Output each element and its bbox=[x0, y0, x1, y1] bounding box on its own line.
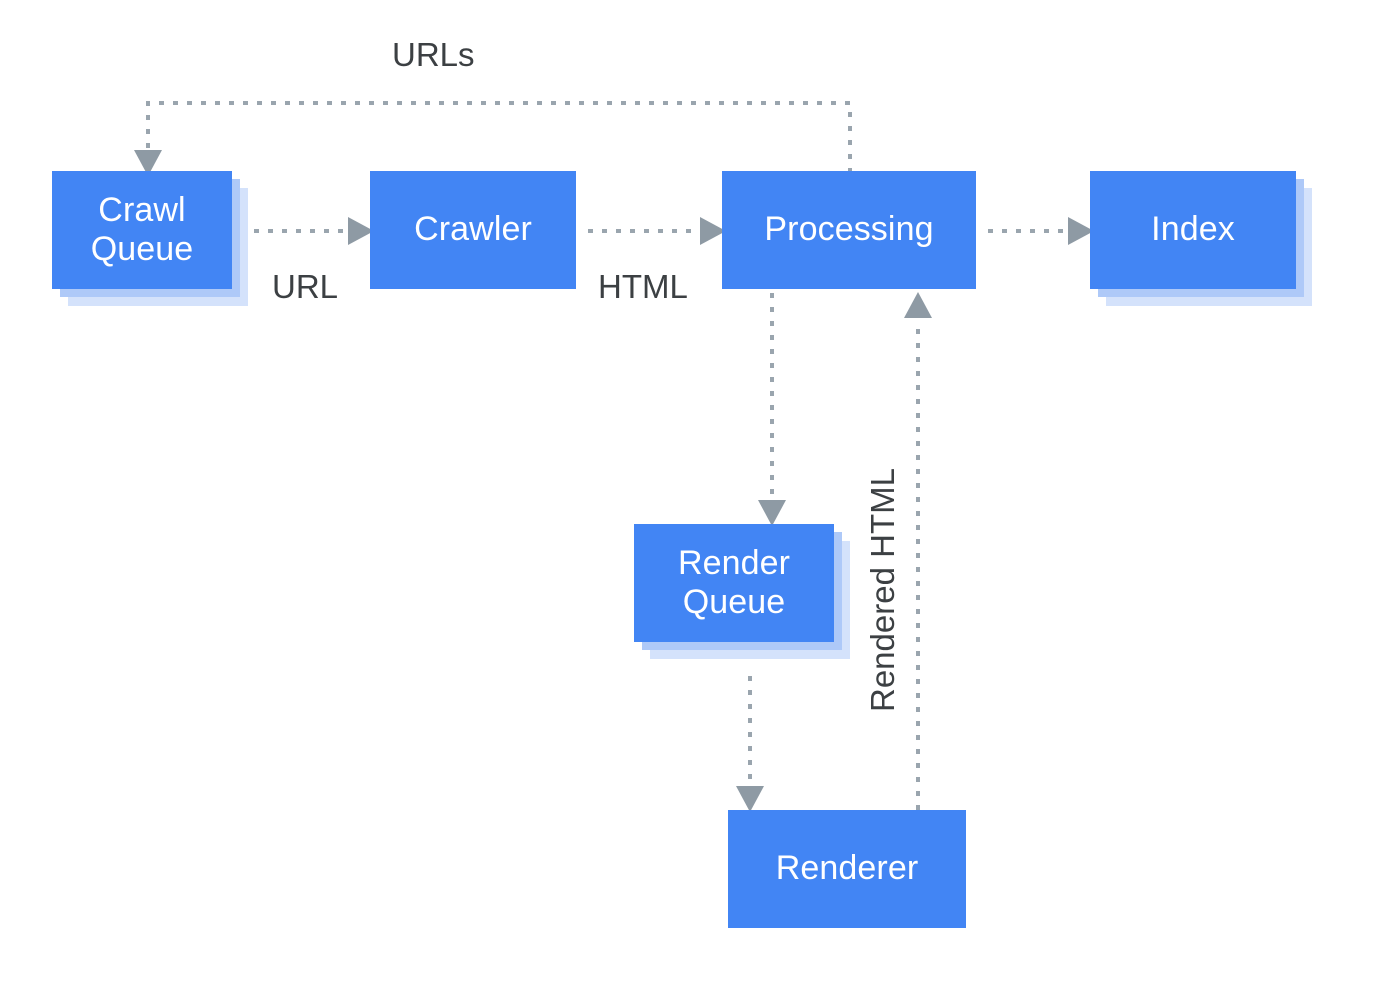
arrowhead-down bbox=[134, 150, 162, 176]
node-label-crawler: Crawler bbox=[414, 210, 532, 249]
edge-urls bbox=[134, 101, 852, 176]
arrowhead-right bbox=[1068, 217, 1094, 245]
node-label-crawl-queue: Crawl Queue bbox=[90, 190, 194, 268]
node-crawler[interactable]: Crawler bbox=[370, 171, 576, 289]
node-label-processing: Processing bbox=[764, 210, 934, 249]
edge-url bbox=[254, 217, 374, 245]
edge-to-index bbox=[988, 217, 1094, 245]
arrowhead-down bbox=[758, 500, 786, 526]
edge-label-rendered-html: Rendered HTML bbox=[864, 468, 901, 712]
edge-html bbox=[588, 217, 726, 245]
arrowhead-up bbox=[904, 292, 932, 318]
arrowhead-down bbox=[736, 786, 764, 812]
edge-to-renderer bbox=[736, 676, 764, 812]
node-face: Renderer bbox=[728, 810, 966, 928]
node-label-renderer: Renderer bbox=[775, 849, 919, 888]
edge-to-render-queue bbox=[758, 293, 786, 526]
node-render-queue[interactable]: Render Queue bbox=[634, 524, 850, 659]
node-crawl-queue[interactable]: Crawl Queue bbox=[52, 171, 248, 306]
node-face: Crawler bbox=[370, 171, 576, 289]
node-face: Processing bbox=[722, 171, 976, 289]
node-face: Render Queue bbox=[634, 524, 834, 642]
edge-label-html: HTML bbox=[598, 268, 688, 305]
arrowhead-right bbox=[348, 217, 374, 245]
edge-label-url: URL bbox=[272, 268, 339, 305]
node-face: Index bbox=[1090, 171, 1296, 289]
node-index[interactable]: Index bbox=[1090, 171, 1312, 306]
node-processing[interactable]: Processing bbox=[722, 171, 976, 289]
node-label-render-queue: Render Queue bbox=[677, 543, 791, 621]
node-renderer[interactable]: Renderer bbox=[728, 810, 966, 928]
node-label-index: Index bbox=[1151, 210, 1235, 249]
edge-label-urls: URLs bbox=[392, 36, 475, 73]
node-face: Crawl Queue bbox=[52, 171, 232, 289]
arrowhead-right bbox=[700, 217, 726, 245]
edge-rendered-html bbox=[904, 292, 932, 810]
